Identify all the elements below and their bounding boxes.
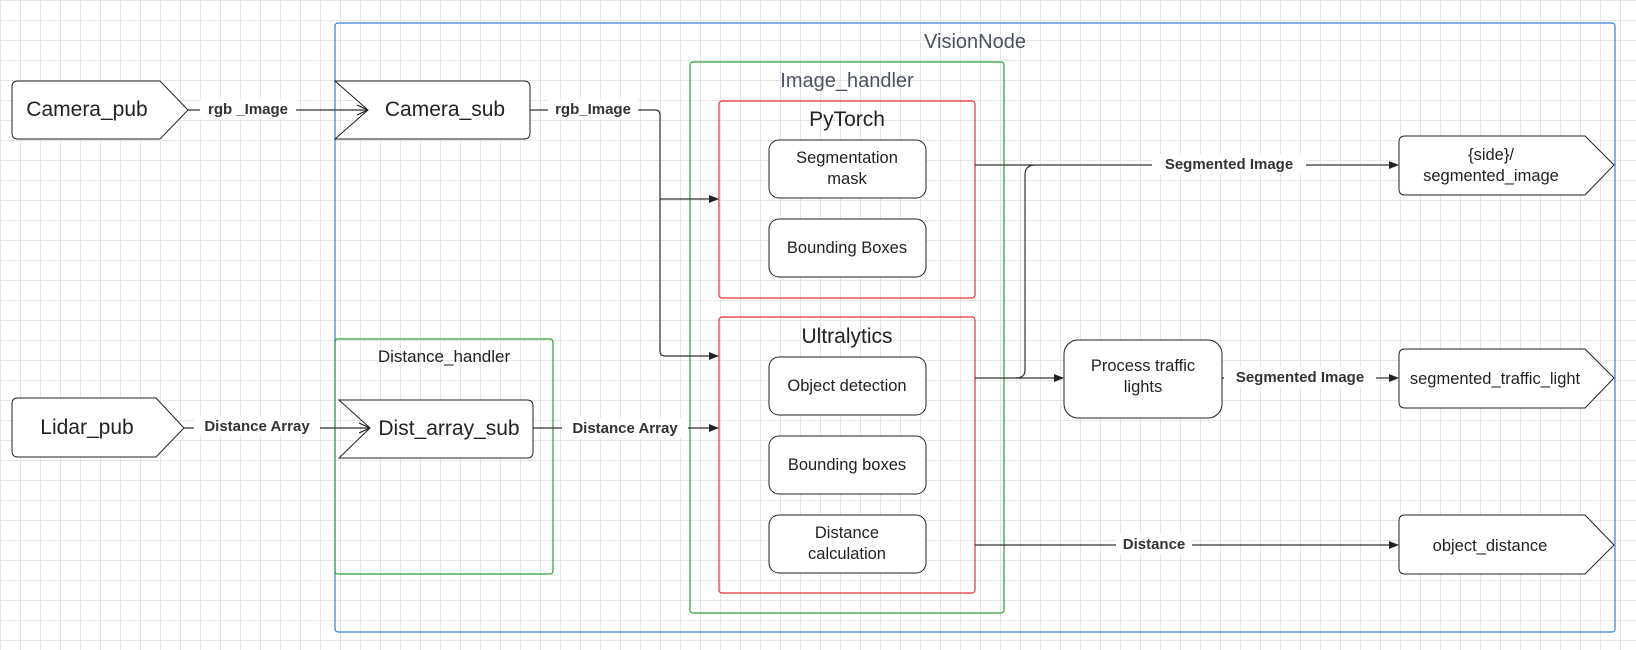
camera-sub-node[interactable]: Camera_sub [333, 80, 531, 140]
distance-handler-group: Distance_handler [334, 338, 554, 575]
distance-calculation-line-2: calculation [808, 545, 886, 563]
edge-ultralytics-to-segmented-image [1015, 164, 1036, 379]
process-traffic-lights-line-1: Process traffic [1091, 357, 1195, 375]
pytorch-group: PyTorch [718, 100, 976, 299]
object-distance-output-shape[interactable] [1398, 514, 1615, 575]
edge-label-segmented-image-2: Segmented Image [1236, 369, 1364, 386]
camera-sub-shape[interactable] [333, 80, 531, 140]
segmentation-mask-box[interactable] [768, 139, 927, 199]
segmented-traffic-light-output-node[interactable]: segmented_traffic_light [1398, 348, 1615, 409]
distance-handler-frame [334, 338, 554, 575]
pytorch-bounding-boxes-label: Bounding Boxes [787, 239, 907, 257]
dist-array-sub-shape[interactable] [337, 399, 534, 459]
ultralytics-bounding-boxes-node[interactable]: Bounding boxes [768, 435, 927, 495]
edge-label-distance-array-1: Distance Array [204, 418, 310, 435]
image-handler-title: Image_handler [780, 70, 914, 92]
edge-label-distance: Distance [1123, 536, 1186, 553]
process-traffic-lights-line-2: lights [1124, 378, 1163, 396]
edge-label-rgb-image-1: rgb _Image [208, 101, 288, 118]
distance-calculation-line-1: Distance [815, 524, 879, 542]
edge-label-distance-array-2: Distance Array [572, 420, 678, 437]
distance-calculation-box[interactable] [768, 514, 927, 574]
ultralytics-bounding-boxes-label: Bounding boxes [788, 456, 906, 474]
vision-node-group: VisionNode [334, 22, 1616, 633]
dist-array-sub-node[interactable]: Dist_array_sub [337, 399, 534, 459]
edge-label-rgb-image-2: rgb_Image [555, 101, 631, 118]
segmentation-mask-node[interactable]: Segmentation mask [768, 139, 927, 199]
camera-pub-shape[interactable] [11, 80, 189, 140]
image-handler-group: Image_handler [689, 61, 1005, 614]
edge-camera-sub-to-pytorch [530, 109, 719, 203]
lidar-pub-label: Lidar_pub [40, 416, 133, 439]
vision-node-title: VisionNode [924, 31, 1026, 53]
process-traffic-lights-node[interactable]: Process traffic lights [1063, 339, 1223, 419]
edge-camera-sub-to-ultralytics [659, 199, 719, 360]
dist-array-sub-label: Dist_array_sub [378, 417, 519, 440]
segmented-image-output-line-1: {side}/ [1468, 146, 1514, 164]
image-handler-frame [689, 61, 1005, 614]
segmentation-mask-line-1: Segmentation [796, 149, 898, 167]
object-detection-node[interactable]: Object detection [768, 356, 927, 416]
distance-handler-title: Distance_handler [378, 347, 511, 366]
object-detection-label: Object detection [787, 377, 906, 395]
object-distance-output-node[interactable]: object_distance [1398, 514, 1615, 575]
pytorch-bounding-boxes-node[interactable]: Bounding Boxes [768, 218, 927, 278]
segmented-image-output-line-2: segmented_image [1423, 167, 1559, 185]
segmented-image-output-shape[interactable] [1398, 135, 1615, 196]
object-detection-box[interactable] [768, 356, 927, 416]
edge-label-segmented-image-1: Segmented Image [1165, 156, 1293, 173]
process-traffic-lights-box[interactable] [1063, 339, 1223, 419]
ultralytics-title: Ultralytics [801, 325, 892, 348]
segmented-traffic-light-output-label: segmented_traffic_light [1410, 370, 1581, 388]
lidar-pub-node[interactable]: Lidar_pub [11, 397, 185, 458]
pytorch-bounding-boxes-box[interactable] [768, 218, 927, 278]
camera-pub-label: Camera_pub [26, 98, 147, 121]
lidar-pub-shape[interactable] [11, 397, 185, 458]
camera-sub-label: Camera_sub [385, 98, 505, 121]
ultralytics-bounding-boxes-box[interactable] [768, 435, 927, 495]
segmentation-mask-line-2: mask [827, 170, 867, 188]
pytorch-title: PyTorch [809, 108, 885, 131]
segmented-image-output-node[interactable]: {side}/ segmented_image [1398, 135, 1615, 196]
ultralytics-group: Ultralytics [718, 316, 976, 594]
ultralytics-frame [718, 316, 976, 594]
distance-calculation-node[interactable]: Distance calculation [768, 514, 927, 574]
segmented-traffic-light-output-shape[interactable] [1398, 348, 1615, 409]
camera-pub-node[interactable]: Camera_pub [11, 80, 189, 140]
edge-labels: rgb _Image rgb_Image Distance Array Dist… [194, 99, 1376, 554]
vision-node-frame [334, 22, 1616, 633]
object-distance-output-label: object_distance [1433, 537, 1548, 555]
pytorch-frame [718, 100, 976, 299]
